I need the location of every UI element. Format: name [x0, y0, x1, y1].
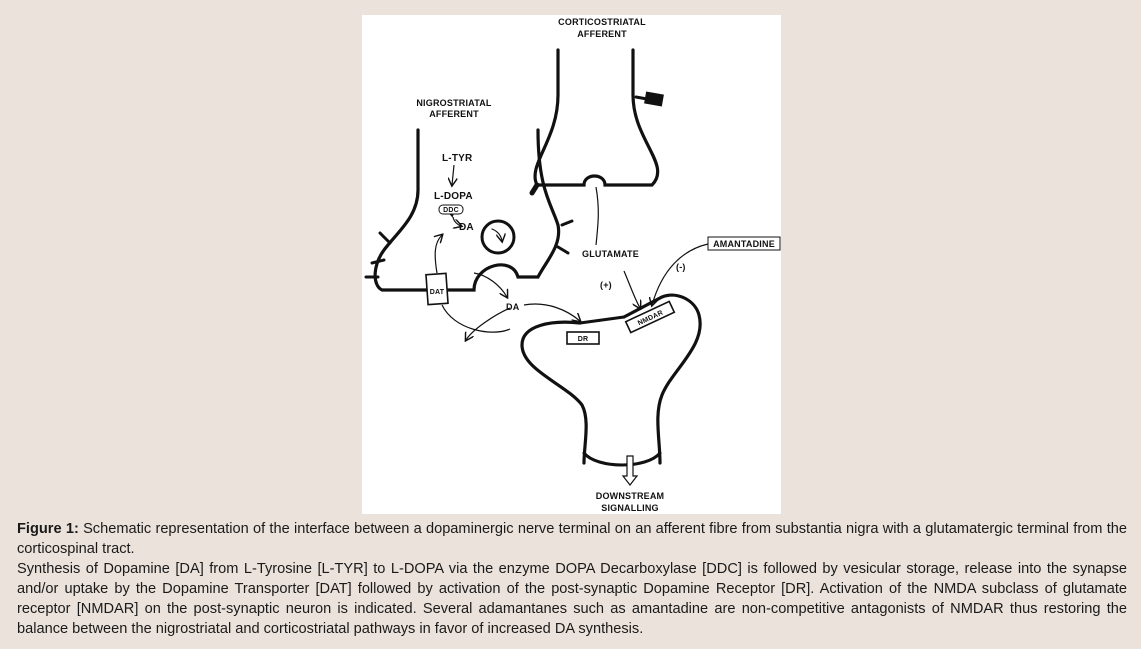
label-downstream: DOWNSTREAM: [596, 491, 665, 501]
dat-transporter: [425, 272, 449, 306]
nigrostriatal-terminal: [364, 128, 574, 292]
figure-caption: Figure 1: Schematic representation of th…: [17, 519, 1127, 639]
label-plus: (+): [600, 280, 612, 290]
label-corticostriatal: CORTICOSTRIATAL: [558, 17, 646, 27]
label-ddc: DDC: [443, 207, 459, 214]
label-minus: (-): [676, 262, 686, 272]
figure-diagram: CORTICOSTRIATAL AFFERENT NIGROSTRIATAL A…: [362, 15, 781, 514]
label-corticostriatal-afferent: AFFERENT: [577, 29, 627, 39]
amantadine-box: [707, 236, 781, 251]
figure-label: Figure 1:: [17, 521, 79, 537]
label-signalling: SIGNALLING: [601, 503, 659, 513]
synapse-schematic: CORTICOSTRIATAL AFFERENT NIGROSTRIATAL A…: [364, 17, 781, 513]
label-dat: DAT: [430, 289, 445, 296]
dr-receptor: [566, 331, 600, 345]
corticostriatal-terminal: [529, 48, 664, 196]
label-nigrostriatal-afferent: AFFERENT: [429, 109, 479, 119]
label-l-tyr: L-TYR: [442, 153, 473, 164]
label-amantadine: AMANTADINE: [713, 239, 775, 249]
label-dr: DR: [578, 336, 589, 343]
caption-line-2: Synthesis of Dopamine [DA] from L-Tyrosi…: [17, 561, 1127, 637]
pathway-arrows: [435, 164, 709, 340]
label-da-synapse: DA: [506, 302, 520, 312]
ddc-enzyme-box: [438, 204, 464, 215]
label-l-dopa: L-DOPA: [434, 191, 473, 202]
postsynaptic-neuron: [520, 293, 702, 467]
downstream-arrow: [621, 455, 639, 486]
label-nigrostriatal: NIGROSTRIATAL: [416, 98, 492, 108]
label-glutamate: GLUTAMATE: [582, 249, 639, 259]
caption-line-1: Figure 1: Schematic representation of th…: [17, 519, 1127, 559]
nmdar-receptor: [624, 300, 676, 334]
label-da-vesicle: DA: [459, 222, 474, 233]
caption-summary: Schematic representation of the interfac…: [17, 521, 1127, 557]
